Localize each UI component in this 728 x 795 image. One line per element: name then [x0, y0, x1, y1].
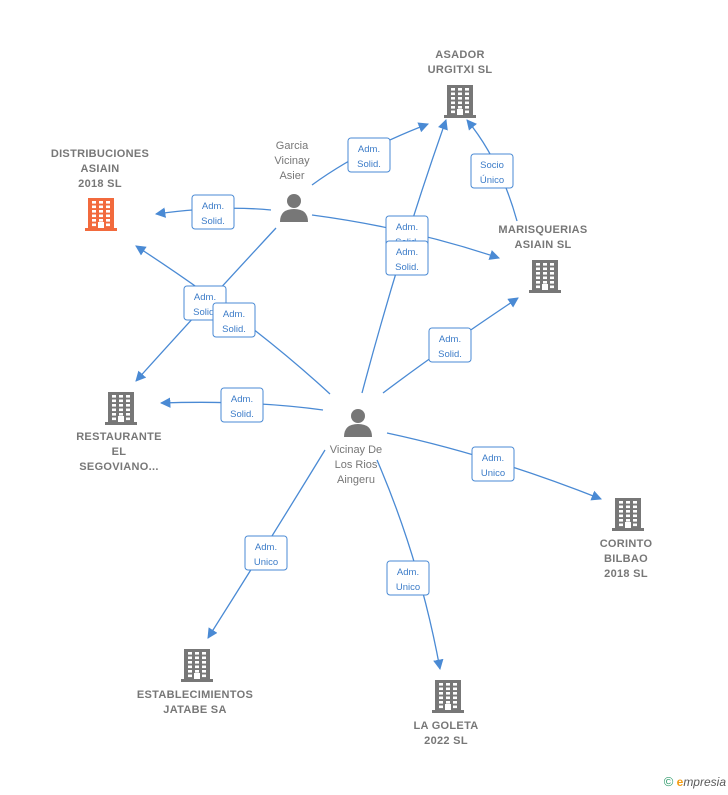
footer-brand: © empresia — [664, 774, 726, 789]
edge-label-badge[interactable]: Adm. Solid. — [191, 194, 235, 230]
badge-text: Adm. — [194, 292, 216, 303]
edge-label-badge[interactable]: Adm. Solid. — [385, 240, 429, 276]
badge-text: Unico — [254, 557, 278, 568]
badge-text: Adm. — [397, 567, 419, 578]
node-restaurante[interactable]: RESTAURANTE EL SEGOVIANO... — [76, 392, 162, 473]
building-icon — [105, 392, 137, 425]
edge-badges: Adm. Solid. Adm. Solid. Adm. Solid. Adm. Solid.… — [183, 137, 515, 596]
node-label: Vicinay — [274, 155, 310, 167]
badge-box — [347, 137, 391, 173]
edge-label-badge[interactable]: Adm. Solid. — [220, 387, 264, 423]
edge-label-badge[interactable]: Adm. Unico — [244, 535, 288, 571]
node-label: CORINTO — [600, 538, 653, 550]
node-label: ASIAIN SL — [514, 239, 571, 251]
node-label: 2018 SL — [604, 568, 648, 580]
edge-label-badge[interactable]: Adm. Solid. — [428, 327, 472, 363]
badge-text: Solid. — [357, 159, 381, 170]
node-label: 2018 SL — [78, 178, 122, 190]
node-establecimientos[interactable]: ESTABLECIMIENTOS JATABE SA — [137, 649, 253, 716]
person-icon — [344, 409, 372, 437]
badge-box — [471, 446, 515, 482]
node-label: ASADOR — [435, 49, 484, 61]
badge-text: Solid. — [438, 349, 462, 360]
node-distribuciones[interactable]: DISTRIBUCIONES ASIAIN 2018 SL — [51, 148, 149, 231]
node-goleta[interactable]: LA GOLETA 2022 SL — [413, 680, 478, 747]
edge-label-badge[interactable]: Adm. Solid. — [212, 302, 256, 338]
badge-text: Único — [480, 175, 504, 186]
badge-text: Unico — [396, 582, 420, 593]
node-label: EL — [112, 446, 127, 458]
badge-text: Adm. — [255, 542, 277, 553]
node-label: JATABE SA — [163, 704, 226, 716]
badge-text: Adm. — [231, 394, 253, 405]
badge-box — [191, 194, 235, 230]
node-label: URGITXI SL — [428, 64, 493, 76]
node-label: Vicinay De — [330, 444, 382, 456]
building-icon — [432, 680, 464, 713]
badge-text: Adm. — [439, 334, 461, 345]
edge-label-badge[interactable]: Adm. Unico — [471, 446, 515, 482]
badge-box — [386, 560, 430, 596]
node-label: BILBAO — [604, 553, 648, 565]
node-label: ESTABLECIMIENTOS — [137, 689, 253, 701]
node-label: RESTAURANTE — [76, 431, 162, 443]
node-corinto[interactable]: CORINTO BILBAO 2018 SL — [600, 498, 653, 580]
badge-text: Socio — [480, 160, 504, 171]
brand-name: empresia — [676, 775, 726, 789]
badge-text: Adm. — [358, 144, 380, 155]
node-label: Garcia — [276, 140, 309, 152]
badge-box — [212, 302, 256, 338]
node-label: 2022 SL — [424, 735, 468, 747]
copyright-icon: © — [663, 774, 674, 789]
badge-text: Unico — [481, 468, 505, 479]
node-label: Aingeru — [337, 474, 375, 486]
building-icon — [85, 198, 117, 231]
badge-text: Solid. — [222, 324, 246, 335]
badge-box — [220, 387, 264, 423]
building-icon — [529, 260, 561, 293]
badge-text: Solid. — [395, 262, 419, 273]
badge-text: Adm. — [223, 309, 245, 320]
badge-box — [385, 240, 429, 276]
node-asador[interactable]: ASADOR URGITXI SL — [428, 49, 493, 118]
building-icon — [444, 85, 476, 118]
node-label: Asier — [279, 170, 304, 182]
building-icon — [181, 649, 213, 682]
node-label: DISTRIBUCIONES — [51, 148, 149, 160]
badge-text: Adm. — [202, 201, 224, 212]
badge-text: Solid. — [193, 307, 217, 318]
badge-text: Solid. — [201, 216, 225, 227]
badge-box — [428, 327, 472, 363]
badge-text: Adm. — [396, 222, 418, 233]
nodes: ASADOR URGITXI SL DISTRIBUCIONES ASIAIN 2018… — [51, 49, 653, 747]
node-label: ASIAIN — [80, 163, 119, 175]
badge-box — [244, 535, 288, 571]
building-icon — [612, 498, 644, 531]
badge-box — [470, 153, 514, 189]
badge-text: Adm. — [482, 453, 504, 464]
person-icon — [280, 194, 308, 222]
node-label: MARISQUERIAS — [498, 224, 587, 236]
edge-label-badge[interactable]: Adm. Solid. — [347, 137, 391, 173]
node-label: SEGOVIANO... — [79, 461, 158, 473]
node-marisquerias[interactable]: MARISQUERIAS ASIAIN SL — [498, 224, 587, 293]
badge-text: Solid. — [230, 409, 254, 420]
badge-text: Adm. — [396, 247, 418, 258]
node-label: Los Rios — [335, 459, 378, 471]
edge-label-badge[interactable]: Adm. Unico — [386, 560, 430, 596]
node-label: LA GOLETA — [413, 720, 478, 732]
